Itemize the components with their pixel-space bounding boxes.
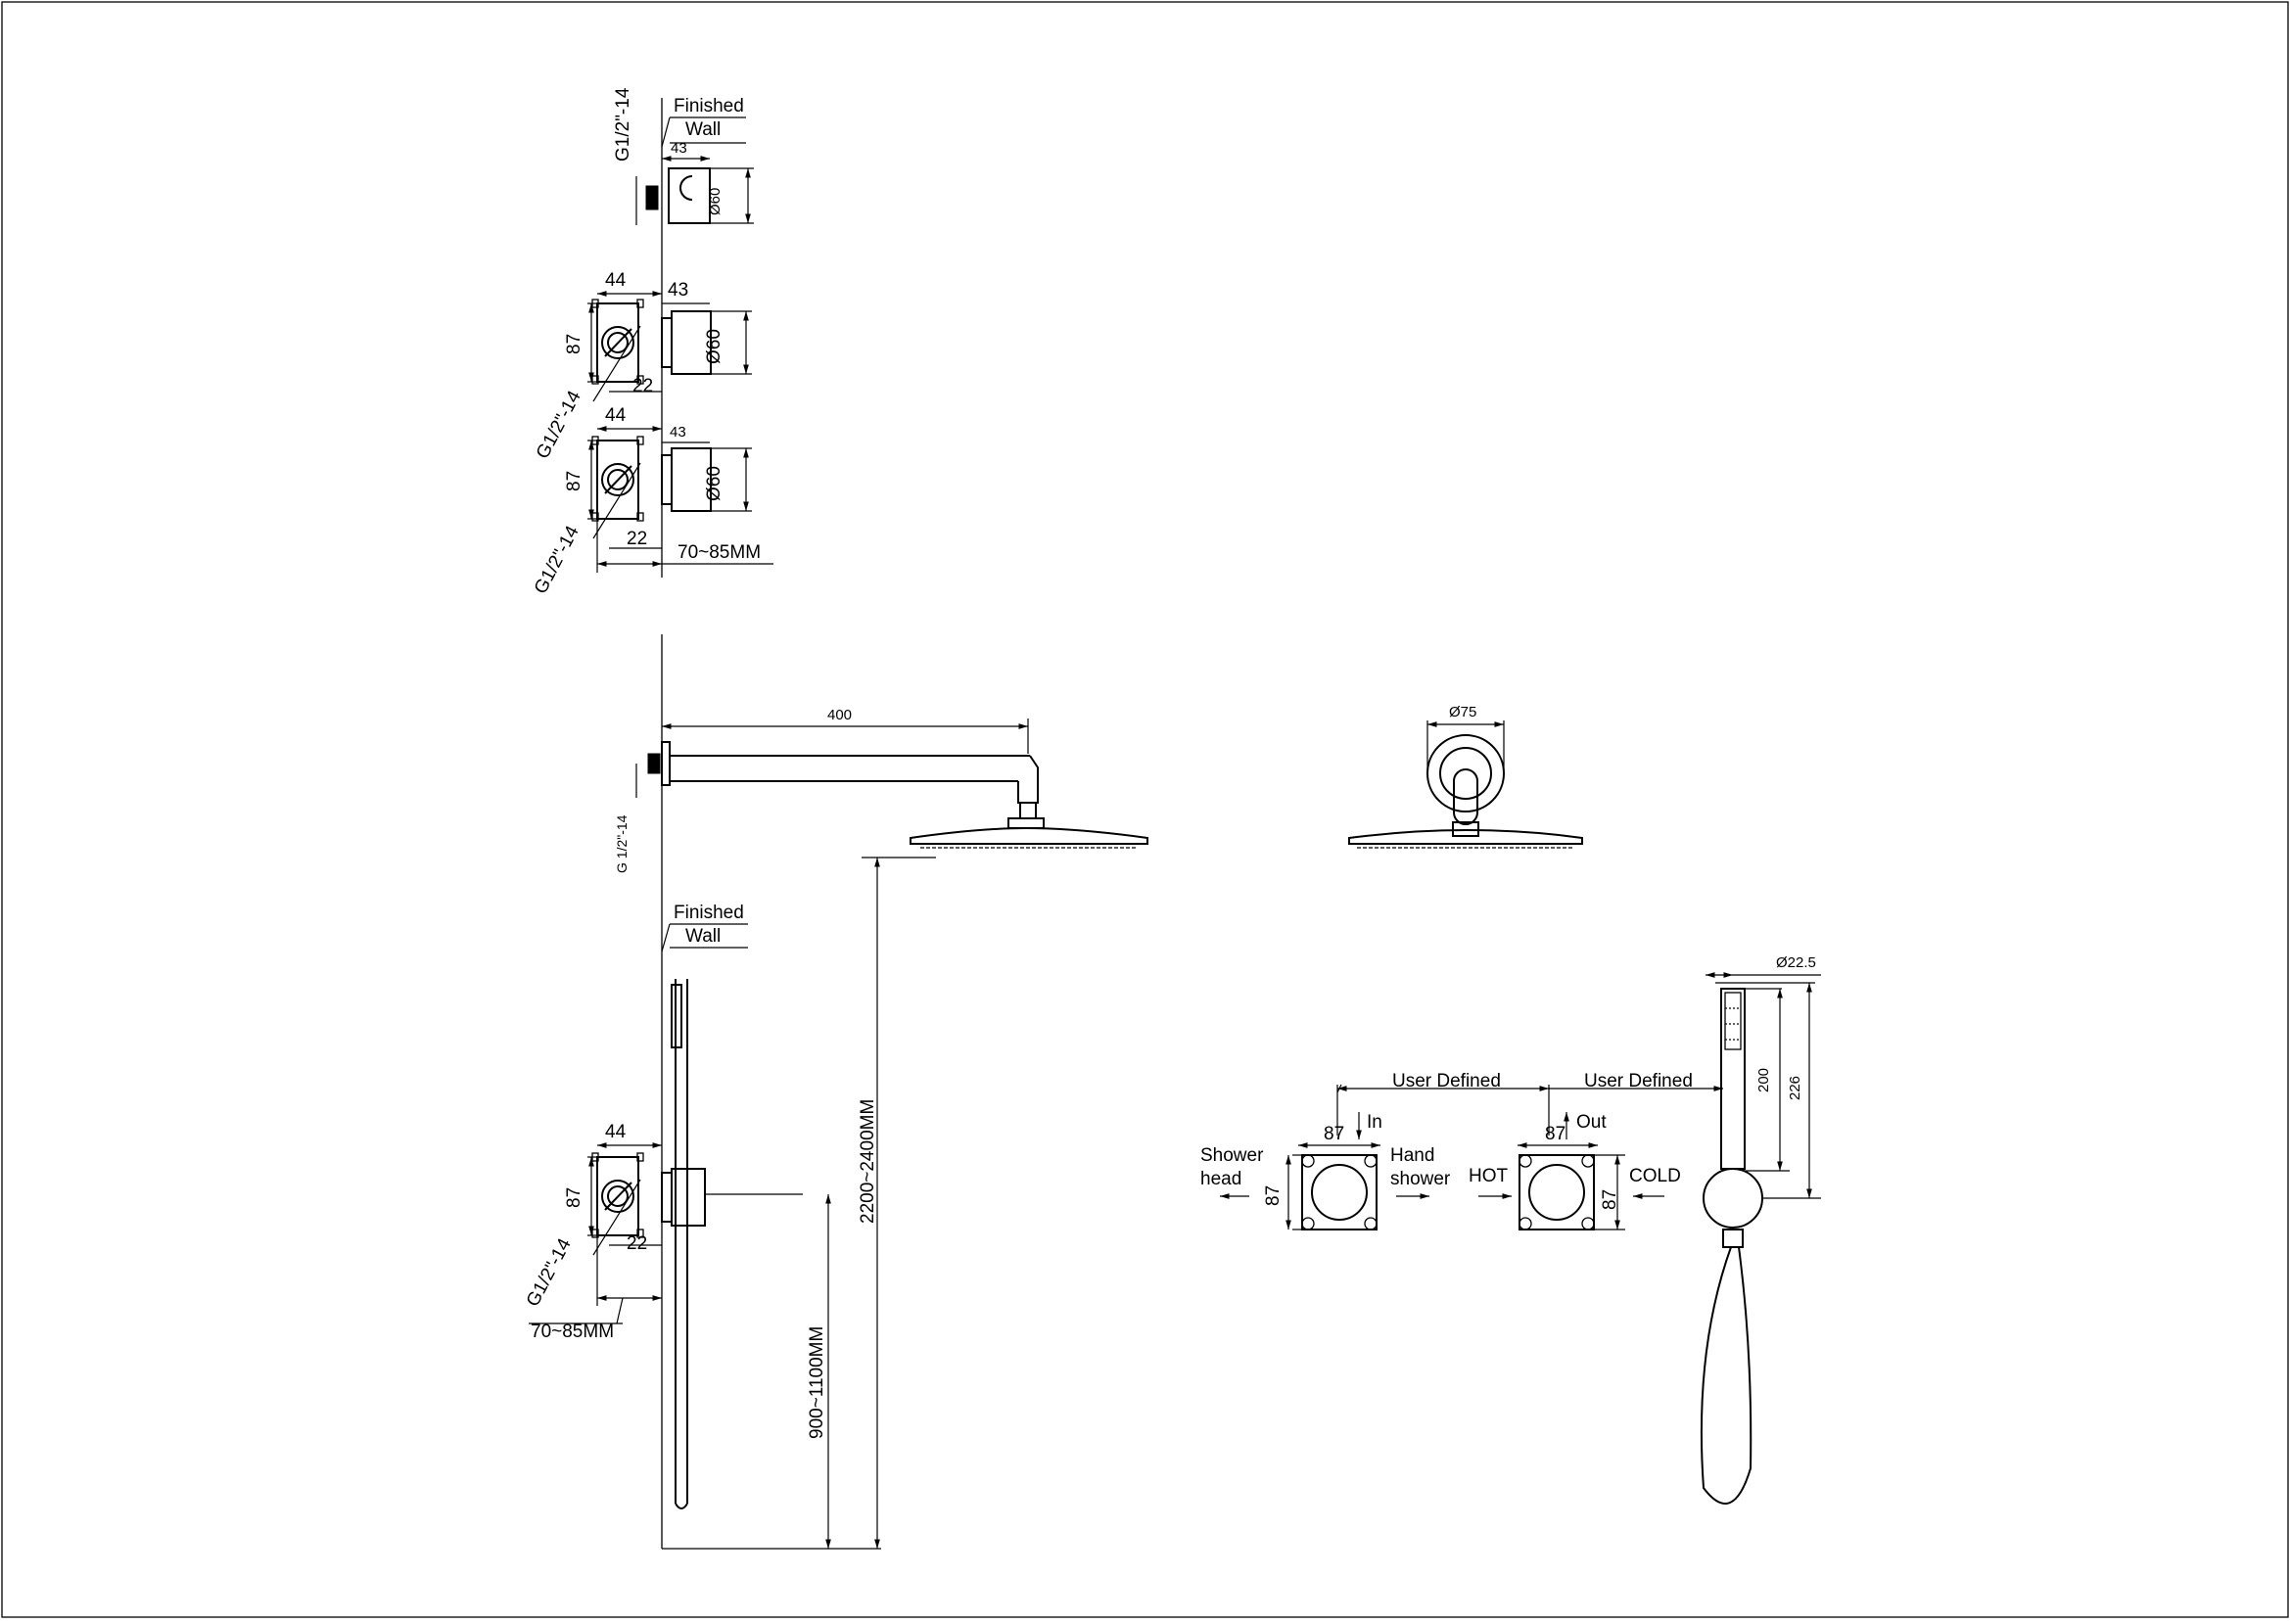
dia-60-outlet: Ø60: [707, 188, 724, 215]
valve3-trim: [671, 1168, 706, 1227]
thread-label-outlet: G1/2"-14: [613, 87, 633, 162]
arm-length-400: 400: [827, 707, 852, 723]
shower-arm-front-view: Ø75: [1348, 704, 1583, 849]
dim-22-valve1: 22: [632, 376, 653, 396]
head-height-label: 2200~2400MM: [858, 1099, 878, 1224]
finished-wall-label-mid-1: Finished: [674, 903, 744, 923]
valve-view-1: 44 43 Ø60 87 22 G1/2"-14: [533, 270, 752, 462]
thread-label-valve3: G1/2"-14: [523, 1235, 576, 1311]
dia-60-valve2: Ø60: [704, 466, 724, 501]
valve2-box: [596, 440, 639, 520]
finished-wall-label-top-1: Finished: [674, 96, 744, 116]
arm-flange: [661, 741, 671, 786]
wall-depth-label-bottom: 70~85MM: [531, 1322, 614, 1342]
dia-60-valve1: Ø60: [704, 329, 724, 364]
dim-87-valve2: 87: [564, 471, 584, 491]
dim-87-valve3: 87: [564, 1187, 584, 1208]
hand-shower-holder: [1703, 1168, 1763, 1229]
finished-wall-label-mid-2: Wall: [685, 926, 721, 947]
valve-with-hand-shower-side: Finished Wall 44 87 22 G1/2"-14: [523, 903, 881, 1550]
shower-head-side: [910, 826, 1148, 845]
valve-height-label: 900~1100MM: [807, 1326, 827, 1439]
valve3-box: [596, 1156, 639, 1236]
valve2-trim: [671, 447, 712, 512]
hand-shower-label-1: Hand: [1390, 1145, 1434, 1166]
dim-87-diverter-w: 87: [1324, 1124, 1344, 1144]
dim-44-valve1: 44: [605, 270, 627, 291]
valve1-box: [596, 302, 639, 383]
flange-dia-75: Ø75: [1449, 704, 1476, 720]
valve1-trim: [671, 310, 712, 375]
thread-label-valve2: G1/2"-14: [531, 523, 584, 598]
control-front-view: User Defined User Defined In Out 87 87 S…: [1200, 1071, 1723, 1230]
shower-head-label-2: head: [1200, 1169, 1241, 1189]
dim-87-diverter-h: 87: [1263, 1185, 1284, 1206]
dim-87-mixer-w: 87: [1545, 1124, 1566, 1144]
mixer-box: [1519, 1154, 1595, 1230]
dim-87-mixer-h: 87: [1600, 1189, 1620, 1210]
dim-87-valve1: 87: [564, 334, 584, 354]
dim-44-valve2: 44: [605, 405, 627, 426]
outlet-body: [668, 167, 711, 224]
dim-44-valve3: 44: [605, 1122, 627, 1142]
out-label: Out: [1576, 1112, 1607, 1133]
dim-43-outlet: 43: [671, 140, 687, 157]
thread-label-arm: G 1/2"-14: [614, 814, 630, 873]
handle-length-200: 200: [1755, 1068, 1772, 1092]
shower-arm-side-view: 400 G 1/2"-14 2200~2400MM: [614, 634, 1148, 1549]
handle-length-226: 226: [1787, 1076, 1803, 1100]
thread-label-valve1: G1/2"-14: [533, 388, 585, 463]
cold-label: COLD: [1629, 1166, 1681, 1186]
dim-22-valve2: 22: [627, 529, 647, 549]
dim-43-valve1: 43: [668, 280, 688, 301]
valve-view-2: 44 43 Ø60 87 22 G1/2"-14 70~85MM: [531, 405, 773, 597]
hand-shower-front-view: Ø22.5 200 226: [1700, 954, 1821, 1505]
shower-head-label-1: Shower: [1200, 1145, 1264, 1166]
finished-wall-label-top-2: Wall: [685, 119, 721, 140]
shower-head-front: [1348, 828, 1583, 845]
hot-label: HOT: [1469, 1166, 1509, 1186]
diverter-box: [1301, 1154, 1378, 1230]
arm-flange-front: [1426, 734, 1505, 812]
wall-depth-label-top: 70~85MM: [678, 542, 761, 563]
dim-43-valve2: 43: [670, 424, 686, 441]
user-defined-right: User Defined: [1584, 1071, 1693, 1091]
outlet-thread-fitting: [645, 185, 659, 210]
wall-outlet-view: Finished Wall G1/2"-14 43 Ø60: [613, 87, 754, 578]
dim-22-valve3: 22: [627, 1233, 647, 1254]
hand-shower-hose: [1700, 1246, 1753, 1505]
user-defined-left: User Defined: [1392, 1071, 1501, 1091]
handle-dia-22-5: Ø22.5: [1776, 954, 1816, 971]
in-label: In: [1367, 1112, 1382, 1133]
hand-shower-label-2: shower: [1390, 1169, 1451, 1189]
